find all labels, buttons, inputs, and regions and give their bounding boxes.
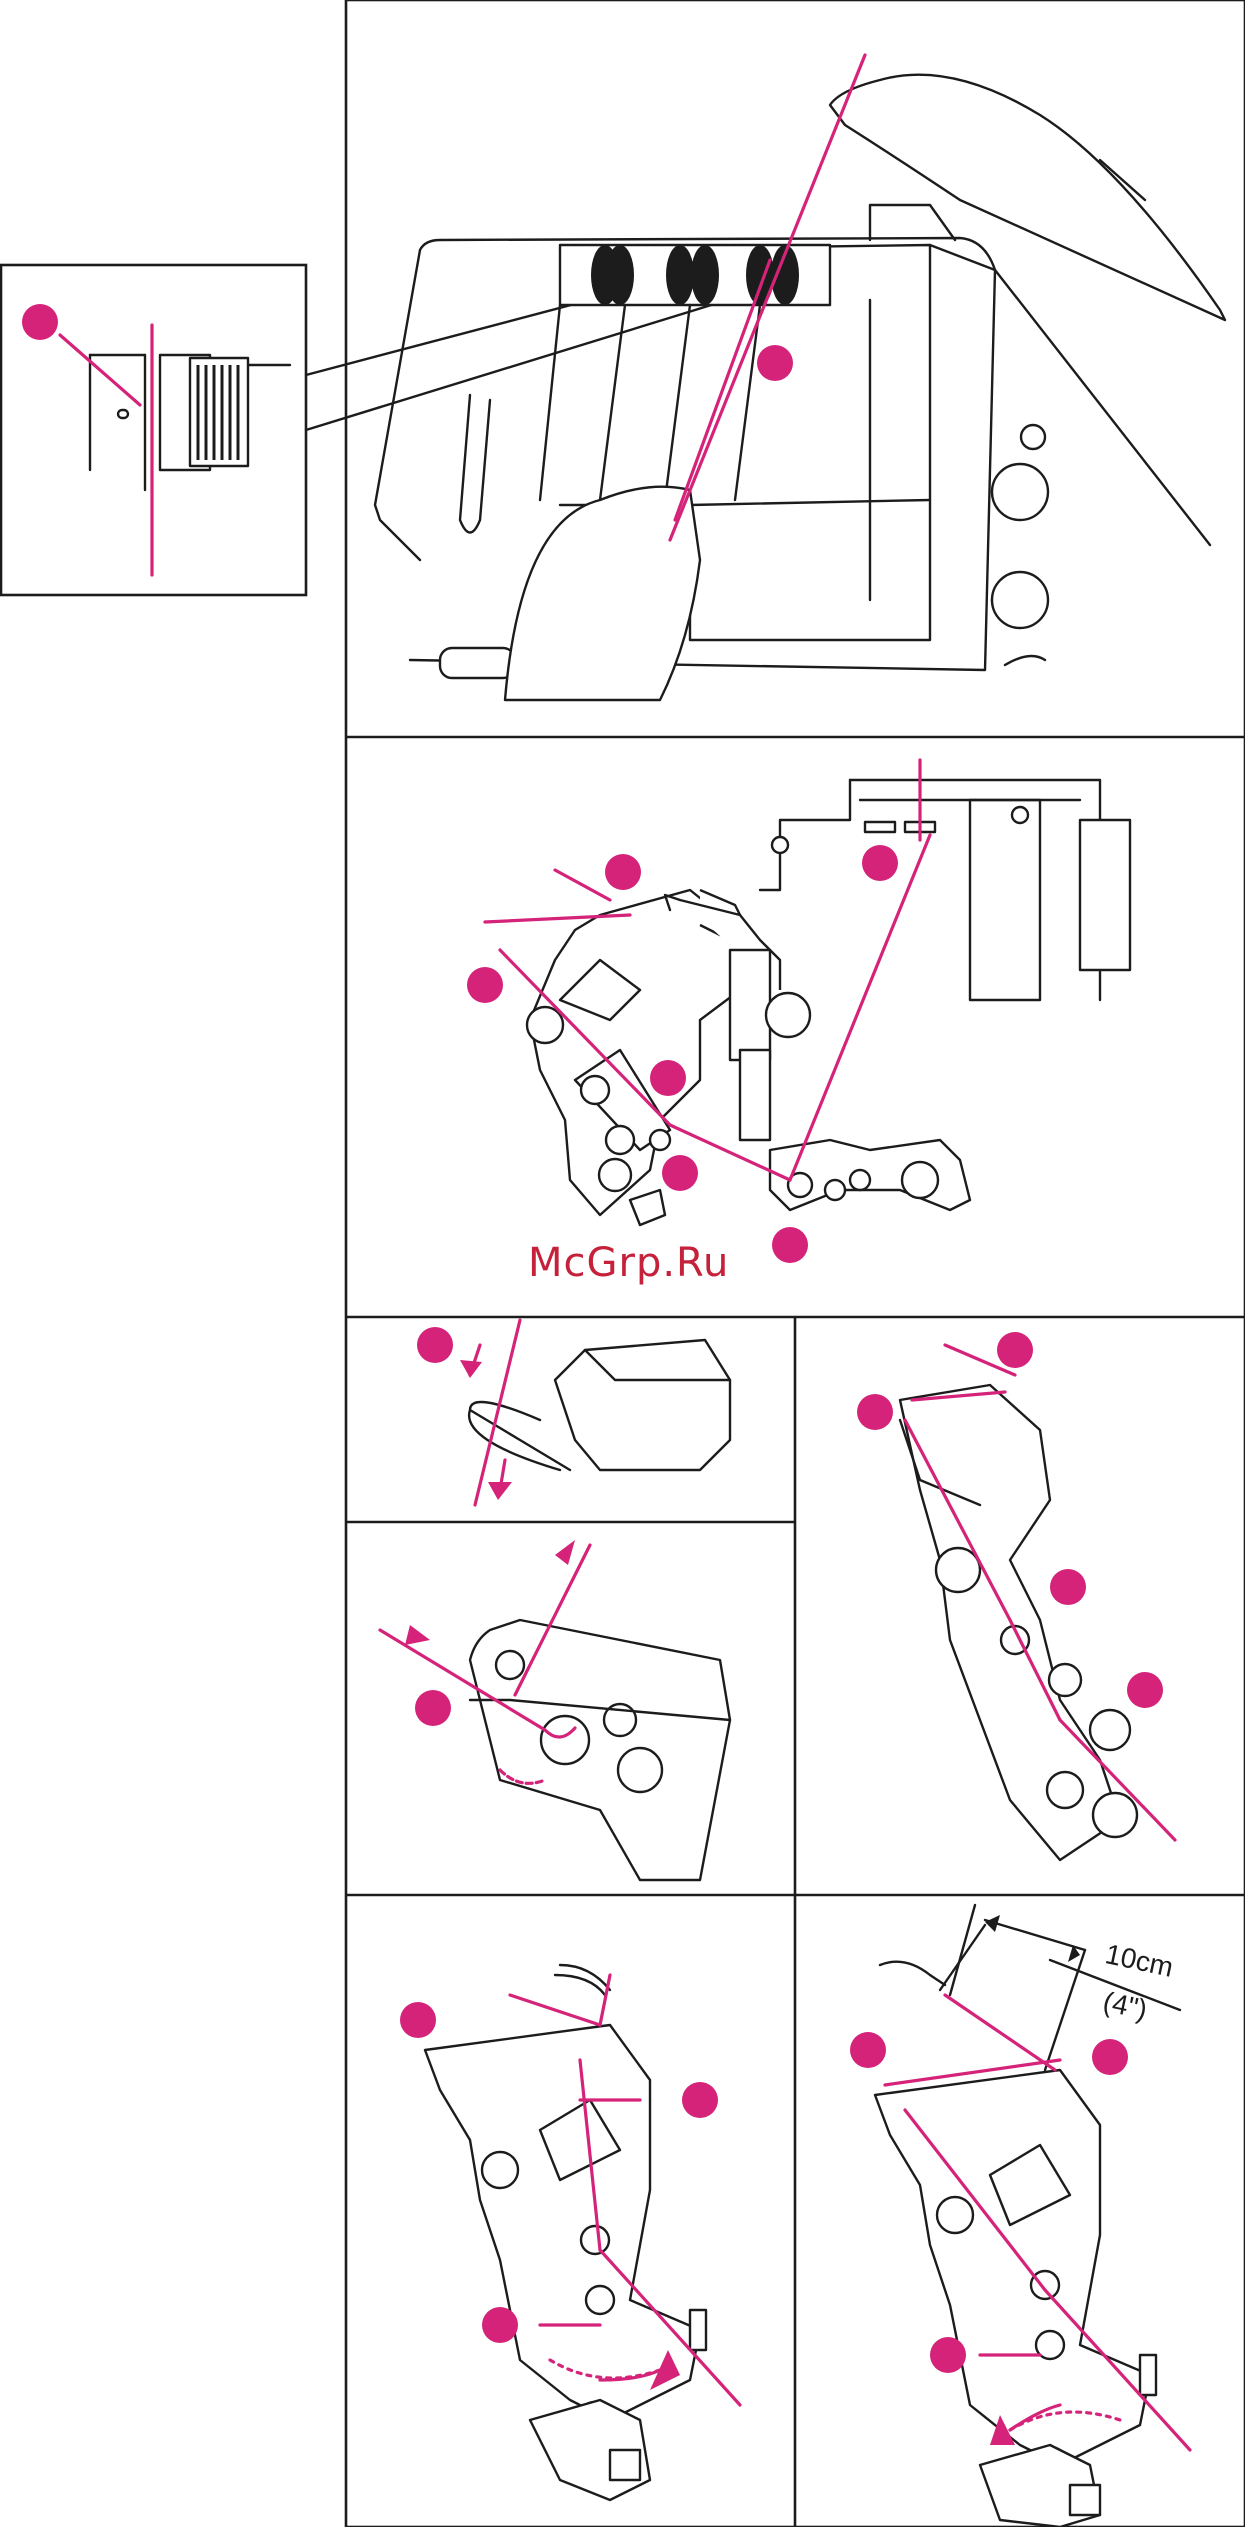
marker-p2e: [862, 845, 898, 881]
marker-p2b: [467, 967, 503, 1003]
panel-bottom-left: [400, 1965, 740, 2500]
panel-guide: [417, 1320, 730, 1505]
marker-p4: [415, 1690, 451, 1726]
panel-spools: [375, 55, 1225, 700]
marker-p2f: [772, 1227, 808, 1263]
marker-p2a: [605, 854, 641, 890]
inset-detail: [22, 304, 290, 575]
panel-looper-right: [857, 1332, 1175, 1860]
marker-p3: [417, 1327, 453, 1363]
marker-p5a: [997, 1332, 1033, 1368]
marker-p6c: [482, 2307, 518, 2343]
marker-p2c: [650, 1060, 686, 1096]
panel-tension: [380, 1540, 730, 1880]
watermark: McGrp.Ru: [528, 1240, 729, 1286]
marker-inset: [22, 304, 58, 340]
marker-p5c: [1050, 1569, 1086, 1605]
marker-p5d: [1127, 1672, 1163, 1708]
marker-p7c: [930, 2337, 966, 2373]
marker-p6b: [682, 2082, 718, 2118]
panel-looper: [467, 760, 1130, 1263]
marker-p1: [757, 345, 793, 381]
marker-p5b: [857, 1394, 893, 1430]
marker-p2d: [662, 1155, 698, 1191]
marker-p6a: [400, 2002, 436, 2038]
marker-p7b: [1092, 2039, 1128, 2075]
marker-p7a: [850, 2032, 886, 2068]
